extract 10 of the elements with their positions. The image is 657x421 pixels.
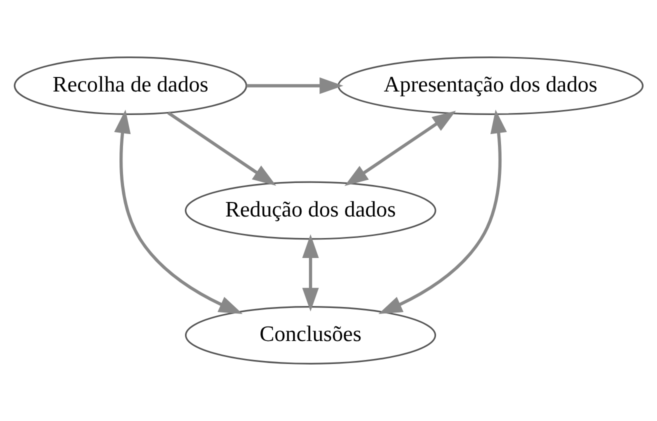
node-ellipse: Apresentação dos dados — [338, 56, 644, 115]
node-ellipse: Conclusões — [185, 306, 436, 364]
arrow — [167, 112, 276, 186]
arrow — [378, 110, 507, 314]
node-ellipse: Redução dos dados — [184, 181, 436, 240]
arrow — [302, 234, 319, 312]
arrow — [344, 110, 456, 186]
node-ellipse: Recolha de dados — [14, 56, 248, 115]
arrow — [114, 110, 243, 314]
arrow — [246, 77, 344, 94]
